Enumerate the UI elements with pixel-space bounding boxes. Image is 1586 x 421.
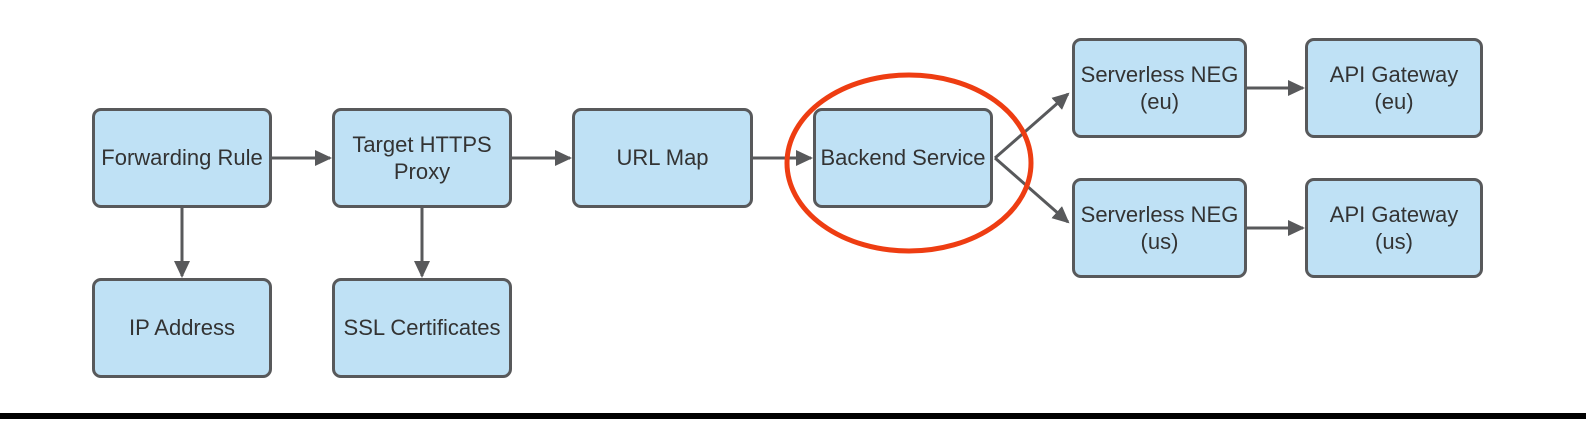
node-label: URL Map bbox=[616, 145, 709, 171]
node-ip-address: IP Address bbox=[92, 278, 272, 378]
node-backend-service: Backend Service bbox=[813, 108, 993, 208]
node-serverless-neg-eu: Serverless NEG (eu) bbox=[1072, 38, 1247, 138]
node-label: Target HTTPS Proxy bbox=[352, 131, 492, 185]
node-label: IP Address bbox=[129, 315, 235, 341]
node-label: Backend Service bbox=[820, 145, 986, 171]
node-api-gateway-eu: API Gateway (eu) bbox=[1305, 38, 1483, 138]
arrow-backend-service-to-serverless-neg-us bbox=[994, 156, 1070, 224]
node-target-https-proxy: Target HTTPS Proxy bbox=[332, 108, 512, 208]
node-label: Serverless NEG (eu) bbox=[1080, 61, 1239, 115]
node-label: API Gateway (us) bbox=[1329, 201, 1459, 255]
node-ssl-certificates: SSL Certificates bbox=[332, 278, 512, 378]
node-label: Forwarding Rule bbox=[101, 145, 263, 171]
node-label: API Gateway (eu) bbox=[1329, 61, 1459, 115]
node-forwarding-rule: Forwarding Rule bbox=[92, 108, 272, 208]
node-api-gateway-us: API Gateway (us) bbox=[1305, 178, 1483, 278]
node-label: Serverless NEG (us) bbox=[1080, 201, 1239, 255]
bottom-border bbox=[0, 413, 1586, 419]
arrow-backend-service-to-serverless-neg-eu bbox=[994, 92, 1070, 160]
node-serverless-neg-us: Serverless NEG (us) bbox=[1072, 178, 1247, 278]
node-label: SSL Certificates bbox=[343, 315, 501, 341]
node-url-map: URL Map bbox=[572, 108, 753, 208]
